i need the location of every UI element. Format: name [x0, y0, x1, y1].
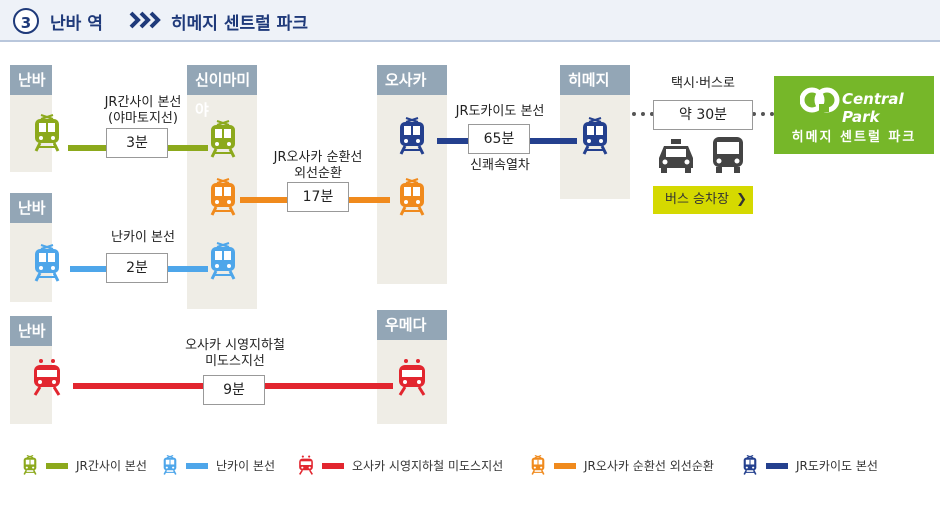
station-name: 난바: [10, 316, 52, 346]
route-label-tokaido: JR도카이도 본선: [455, 104, 545, 119]
train-icon: [208, 120, 238, 158]
legend-item-nankai: 난카이 본선: [162, 455, 302, 475]
dotted-connector: [752, 112, 774, 120]
route-label-taxi-bus: 택시·버스로: [671, 76, 735, 91]
route-name: 오사카 시영지하철: [185, 338, 285, 353]
bus-stop-label: 버스 승차장: [665, 192, 729, 207]
chevron-right-icon: ❯: [736, 192, 747, 207]
dotted-connector: [632, 112, 654, 120]
train-icon: [397, 178, 427, 216]
station-name: 난바: [10, 65, 52, 95]
legend-swatch: [554, 463, 576, 469]
header-bar: 3 난바 역 히메지 센트럴 파크: [0, 0, 940, 42]
train-icon: [208, 242, 238, 280]
legend-label: 오사카 시영지하철 미도스지선: [352, 459, 504, 473]
legend-label: JR오사카 순환선 외선순환: [584, 459, 714, 473]
central-park-logo: [800, 87, 840, 113]
legend-item-midosuji: 오사카 시영지하철 미도스지선: [298, 455, 528, 475]
time-box-taxi-bus: 약 30분: [653, 100, 753, 130]
time-box-nankai: 2분: [106, 253, 168, 283]
station-name: 히메지: [560, 65, 630, 95]
route-label-nankai: 난카이 본선: [111, 230, 175, 245]
route-subname: (야마토지선): [108, 111, 178, 126]
train-icon: [162, 455, 178, 475]
bus-icon: [713, 137, 743, 173]
route-label-midosuji: 오사카 시영지하철 미도스지선: [160, 338, 310, 370]
station-himeji: 히메지: [560, 65, 630, 199]
station-name: 우메다: [377, 310, 447, 340]
train-icon: [397, 117, 427, 155]
station-osaka: 오사카: [377, 65, 447, 284]
subway-icon: [397, 358, 427, 396]
taxi-icon: [659, 139, 693, 173]
time-box-loop: 17분: [287, 182, 349, 212]
route-sublabel-tokaido: 신쾌속열차: [470, 158, 530, 173]
legend-swatch: [186, 463, 208, 469]
train-icon: [530, 455, 546, 475]
central-park-logo-text: Central Park: [842, 90, 904, 126]
legend-label: JR간사이 본선: [76, 459, 147, 473]
legend-item-tokaido: JR도카이도 본선: [742, 455, 932, 475]
train-icon: [32, 244, 62, 282]
route-label-loop: JR오사카 순환선 외선순환: [258, 150, 378, 182]
legend-swatch: [322, 463, 344, 469]
subway-icon: [32, 358, 62, 396]
central-park-name: 히메지 센트럴 파크: [791, 130, 917, 145]
legend-item-jr-kansai: JR간사이 본선: [22, 455, 162, 475]
train-icon: [580, 117, 610, 155]
route-subname: 미도스지선: [205, 354, 265, 369]
station-namba-3: 난바: [10, 316, 52, 424]
legend-swatch: [766, 463, 788, 469]
route-label-jr-kansai: JR간사이 본선 (야마토지선): [88, 95, 198, 127]
legend-item-osaka-loop: JR오사카 순환선 외선순환: [530, 455, 740, 475]
station-umeda: 우메다: [377, 310, 447, 424]
station-name: 난바: [10, 193, 52, 223]
route-name: JR오사카 순환선: [273, 150, 363, 165]
step-number: 3: [13, 8, 39, 34]
page-subtitle: 히메지 센트럴 파크: [171, 14, 308, 34]
train-icon: [22, 455, 38, 475]
time-box-tokaido: 65분: [468, 124, 530, 154]
time-box-midosuji: 9분: [203, 375, 265, 405]
station-name: 신이마미야: [187, 65, 257, 119]
subway-icon: [298, 455, 314, 475]
central-park-destination[interactable]: Central Park 히메지 센트럴 파크: [774, 76, 934, 154]
route-name: JR간사이 본선: [104, 95, 182, 110]
train-icon: [742, 455, 758, 475]
chevrons-icon: [129, 11, 161, 29]
legend-label: JR도카이도 본선: [796, 459, 878, 473]
route-subname: 외선순환: [294, 166, 342, 181]
train-icon: [208, 178, 238, 216]
train-icon: [32, 114, 62, 152]
bus-stop-button[interactable]: 버스 승차장 ❯: [653, 186, 753, 214]
page-title: 난바 역: [50, 14, 103, 34]
legend-swatch: [46, 463, 68, 469]
time-box-jr-kansai: 3분: [106, 128, 168, 158]
legend-label: 난카이 본선: [216, 459, 276, 473]
station-name: 오사카: [377, 65, 447, 95]
